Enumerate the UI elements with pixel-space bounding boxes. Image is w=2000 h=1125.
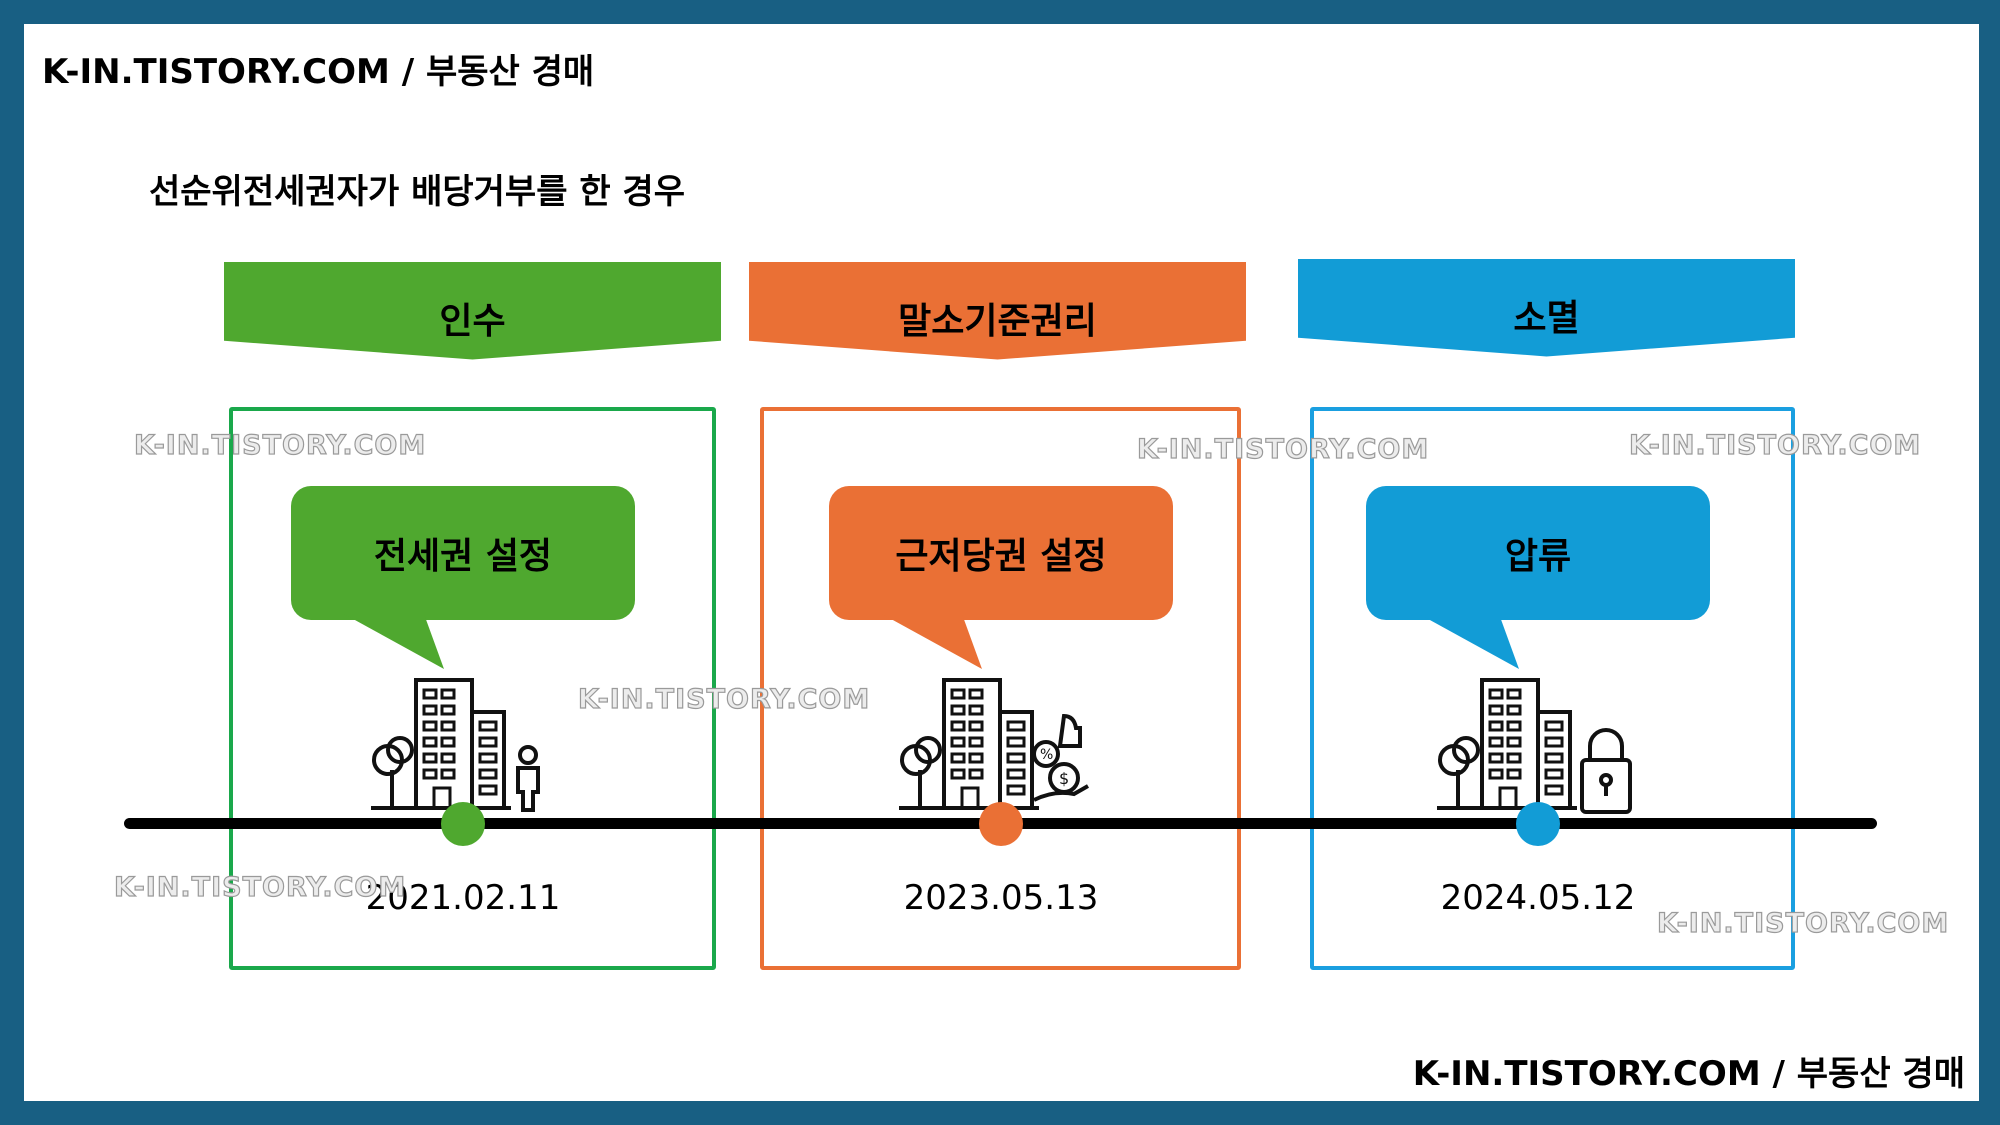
slide-canvas: K-IN.TISTORY.COM / 부동산 경매 선순위전세권자가 배당거부를… xyxy=(24,24,1979,1101)
event-bubble-lease-right: 전세권 설정 xyxy=(291,486,635,620)
watermark: K-IN.TISTORY.COM xyxy=(1136,433,1430,465)
stage-banner-label: 소멸 xyxy=(1513,298,1580,339)
watermark: K-IN.TISTORY.COM xyxy=(133,429,427,461)
event-label: 압류 xyxy=(1504,536,1572,577)
event-bubble-seizure: 압류 xyxy=(1366,486,1710,620)
brand-footer: K-IN.TISTORY.COM / 부동산 경매 xyxy=(1412,1054,1965,1094)
bubble-tail xyxy=(1419,614,1519,669)
event-date: 2021.02.11 xyxy=(365,878,561,918)
stage-banner-baseline-right: 말소기준권리 xyxy=(749,262,1246,360)
event-label: 근저당권 설정 xyxy=(895,536,1107,577)
event-label: 전세권 설정 xyxy=(373,536,553,577)
brand-header: K-IN.TISTORY.COM / 부동산 경매 xyxy=(42,52,595,92)
svg-text:$: $ xyxy=(1059,769,1069,788)
watermark: K-IN.TISTORY.COM xyxy=(577,683,871,715)
timeline-dot-acquire xyxy=(441,802,485,846)
svg-text:%: % xyxy=(1040,747,1053,763)
timeline-dot-extinguish xyxy=(1516,802,1560,846)
stage-frame-extinguish xyxy=(1310,407,1795,970)
event-date: 2024.05.12 xyxy=(1440,878,1636,918)
watermark: K-IN.TISTORY.COM xyxy=(1628,429,1922,461)
stage-banner-label: 인수 xyxy=(439,301,506,342)
stage-frame-baseline-right xyxy=(760,407,1241,970)
stage-banner-acquire: 인수 xyxy=(224,262,721,360)
stage-frame-acquire xyxy=(229,407,716,970)
stage-banner-extinguish: 소멸 xyxy=(1298,259,1795,357)
bubble-tail xyxy=(344,614,444,669)
watermark: K-IN.TISTORY.COM xyxy=(1656,907,1950,939)
timeline-dot-baseline-right xyxy=(979,802,1023,846)
building-lock-icon xyxy=(1437,678,1632,814)
stage-banner-label: 말소기준권리 xyxy=(898,301,1097,342)
page-title: 선순위전세권자가 배당거부를 한 경우 xyxy=(149,172,685,212)
event-date: 2023.05.13 xyxy=(903,878,1099,918)
event-bubble-mortgage: 근저당권 설정 xyxy=(829,486,1173,620)
building-person-icon xyxy=(371,678,540,812)
bubble-tail xyxy=(882,614,982,669)
watermark: K-IN.TISTORY.COM xyxy=(113,871,407,903)
building-money-icon: % $ xyxy=(899,678,1089,810)
